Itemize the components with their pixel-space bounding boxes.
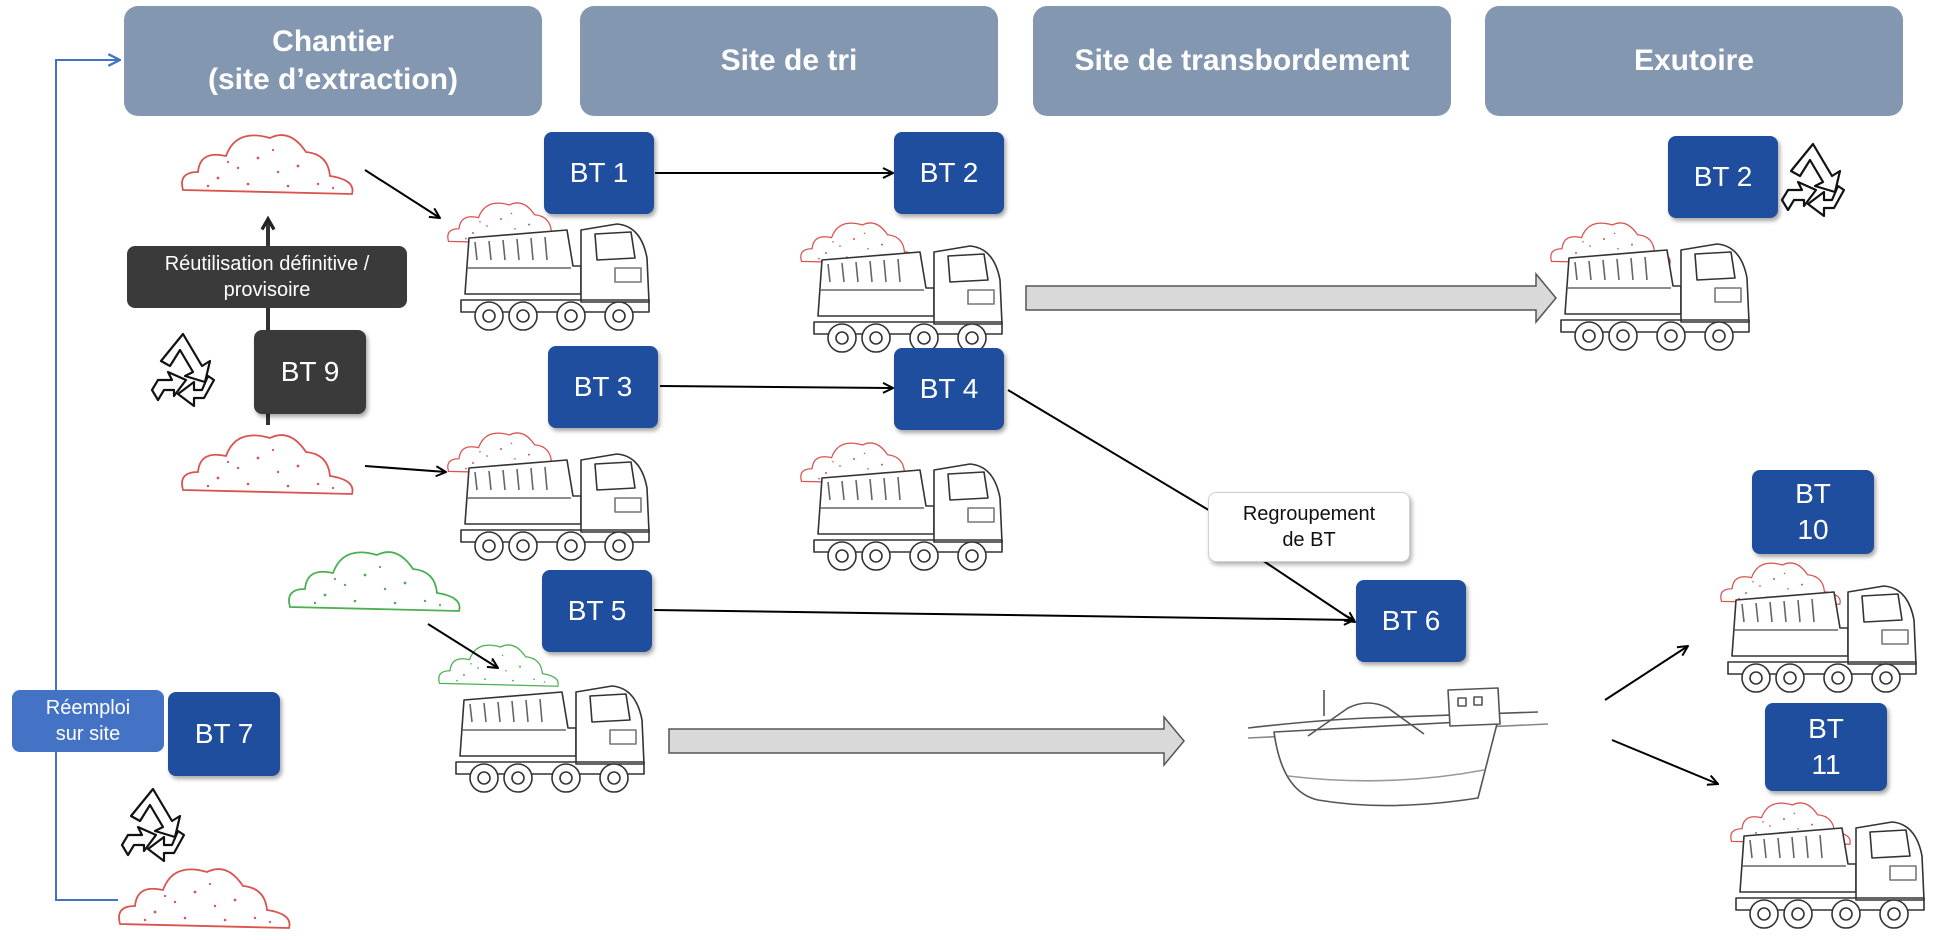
flow-arrow	[653, 609, 1354, 620]
badge-bt-10: BT 10	[1752, 470, 1874, 554]
recycle-icon	[150, 332, 216, 408]
header-exutoire: Exutoire	[1485, 6, 1903, 116]
flow-arrow	[364, 169, 440, 218]
soil-pile-icon	[118, 868, 291, 929]
flow-line	[1007, 389, 1233, 525]
note-reutilisation: Réutilisation définitive / provisoire	[127, 246, 407, 308]
badge-bt-9: BT 9	[254, 330, 366, 414]
dump-truck-icon	[1560, 243, 1750, 351]
recycle-icon	[1780, 142, 1846, 218]
barge-icon	[1247, 687, 1549, 807]
header-chantier: Chantier (site d’extraction)	[124, 6, 542, 116]
flow-arrow	[1604, 646, 1688, 701]
note-reemploi: Réemploi sur site	[12, 690, 164, 752]
dump-truck-icon	[813, 463, 1003, 571]
badge-bt-2: BT 2	[1668, 136, 1778, 218]
flow-arrow	[427, 623, 498, 668]
header-site-de-transbordement: Site de transbordement	[1033, 6, 1451, 116]
transfer-arrow	[668, 714, 1185, 768]
flow-arrow	[1261, 559, 1355, 622]
flow-arrow	[364, 465, 446, 472]
badge-bt-4: BT 4	[894, 348, 1004, 430]
dump-truck-icon	[460, 453, 650, 561]
badge-bt-7: BT 7	[168, 692, 280, 776]
transfer-arrow	[1025, 271, 1557, 325]
badge-bt-3: BT 3	[548, 346, 658, 428]
dump-truck-icon	[455, 685, 645, 793]
dump-truck-icon	[813, 245, 1003, 353]
badge-bt-1: BT 1	[544, 132, 654, 214]
badge-bt-11: BT 11	[1765, 703, 1887, 791]
dump-truck-icon	[1727, 585, 1917, 693]
badge-bt-2: BT 2	[894, 132, 1004, 214]
dump-truck-icon	[460, 223, 650, 331]
soil-pile-icon	[181, 134, 354, 195]
note-regroupement: Regroupement de BT	[1208, 492, 1410, 562]
soil-pile-icon	[288, 551, 461, 612]
reemploi-loop-arrow	[55, 60, 120, 901]
recycle-icon	[120, 787, 186, 863]
soil-pile-icon	[438, 644, 559, 687]
badge-bt-6: BT 6	[1356, 580, 1466, 662]
soil-pile-icon	[181, 434, 354, 495]
flow-arrow	[1611, 739, 1718, 784]
flow-arrow	[659, 386, 893, 388]
dump-truck-icon	[1735, 821, 1925, 929]
header-site-de-tri: Site de tri	[580, 6, 998, 116]
badge-bt-5: BT 5	[542, 570, 652, 652]
